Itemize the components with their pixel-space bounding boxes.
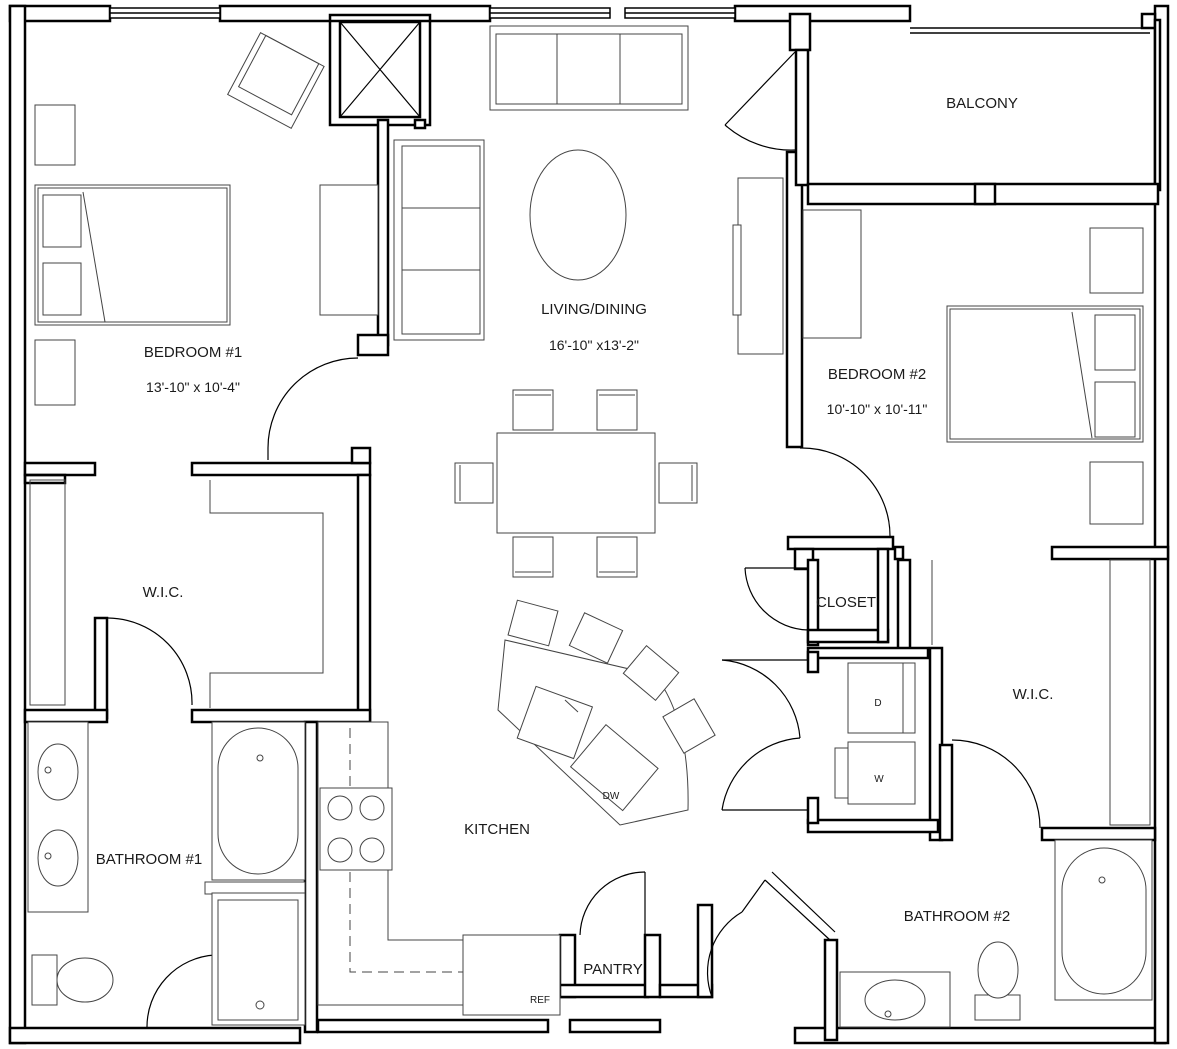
bedroom2-furniture <box>802 209 1144 525</box>
balcony-label: BALCONY <box>946 95 1018 112</box>
bath2-fixtures <box>839 839 1153 1028</box>
interior-walls <box>23 12 1170 1042</box>
bath2-label: BATHROOM #2 <box>904 908 1010 925</box>
bedroom1-furniture <box>34 31 379 406</box>
bath1-fixtures <box>27 721 306 1026</box>
kitchen-label: KITCHEN <box>464 821 530 838</box>
bedroom1-dims: 13'-10" x 10'-4" <box>146 379 240 395</box>
living-label: LIVING/DINING <box>541 301 647 318</box>
living-dims: 16'-10" x13'-2" <box>549 337 639 353</box>
appliance-labels: D W DW REF <box>530 698 884 1006</box>
fridge-label: REF <box>530 995 550 1006</box>
wic1-label: W.I.C. <box>143 584 184 601</box>
laundry-fixtures <box>834 662 916 805</box>
doors <box>107 51 1041 1029</box>
bedroom1-label: BEDROOM #1 <box>144 344 242 361</box>
shaft <box>339 21 421 118</box>
bedroom2-label: BEDROOM #2 <box>828 366 926 383</box>
kitchen-fixtures <box>317 599 716 1016</box>
wic2-label: W.I.C. <box>1013 686 1054 703</box>
bedroom2-dims: 10'-10" x 10'-11" <box>827 401 928 417</box>
dryer-label: D <box>874 698 881 709</box>
washer-label: W <box>874 774 884 785</box>
dishwasher-label: DW <box>603 791 620 802</box>
bath1-label: BATHROOM #1 <box>96 851 202 868</box>
wic-shelving <box>29 479 1151 826</box>
pantry-label: PANTRY <box>583 961 642 978</box>
room-labels: BEDROOM #1 13'-10" x 10'-4" LIVING/DININ… <box>96 95 1054 978</box>
living-furniture <box>393 25 784 578</box>
closet-label: CLOSET <box>816 594 876 611</box>
